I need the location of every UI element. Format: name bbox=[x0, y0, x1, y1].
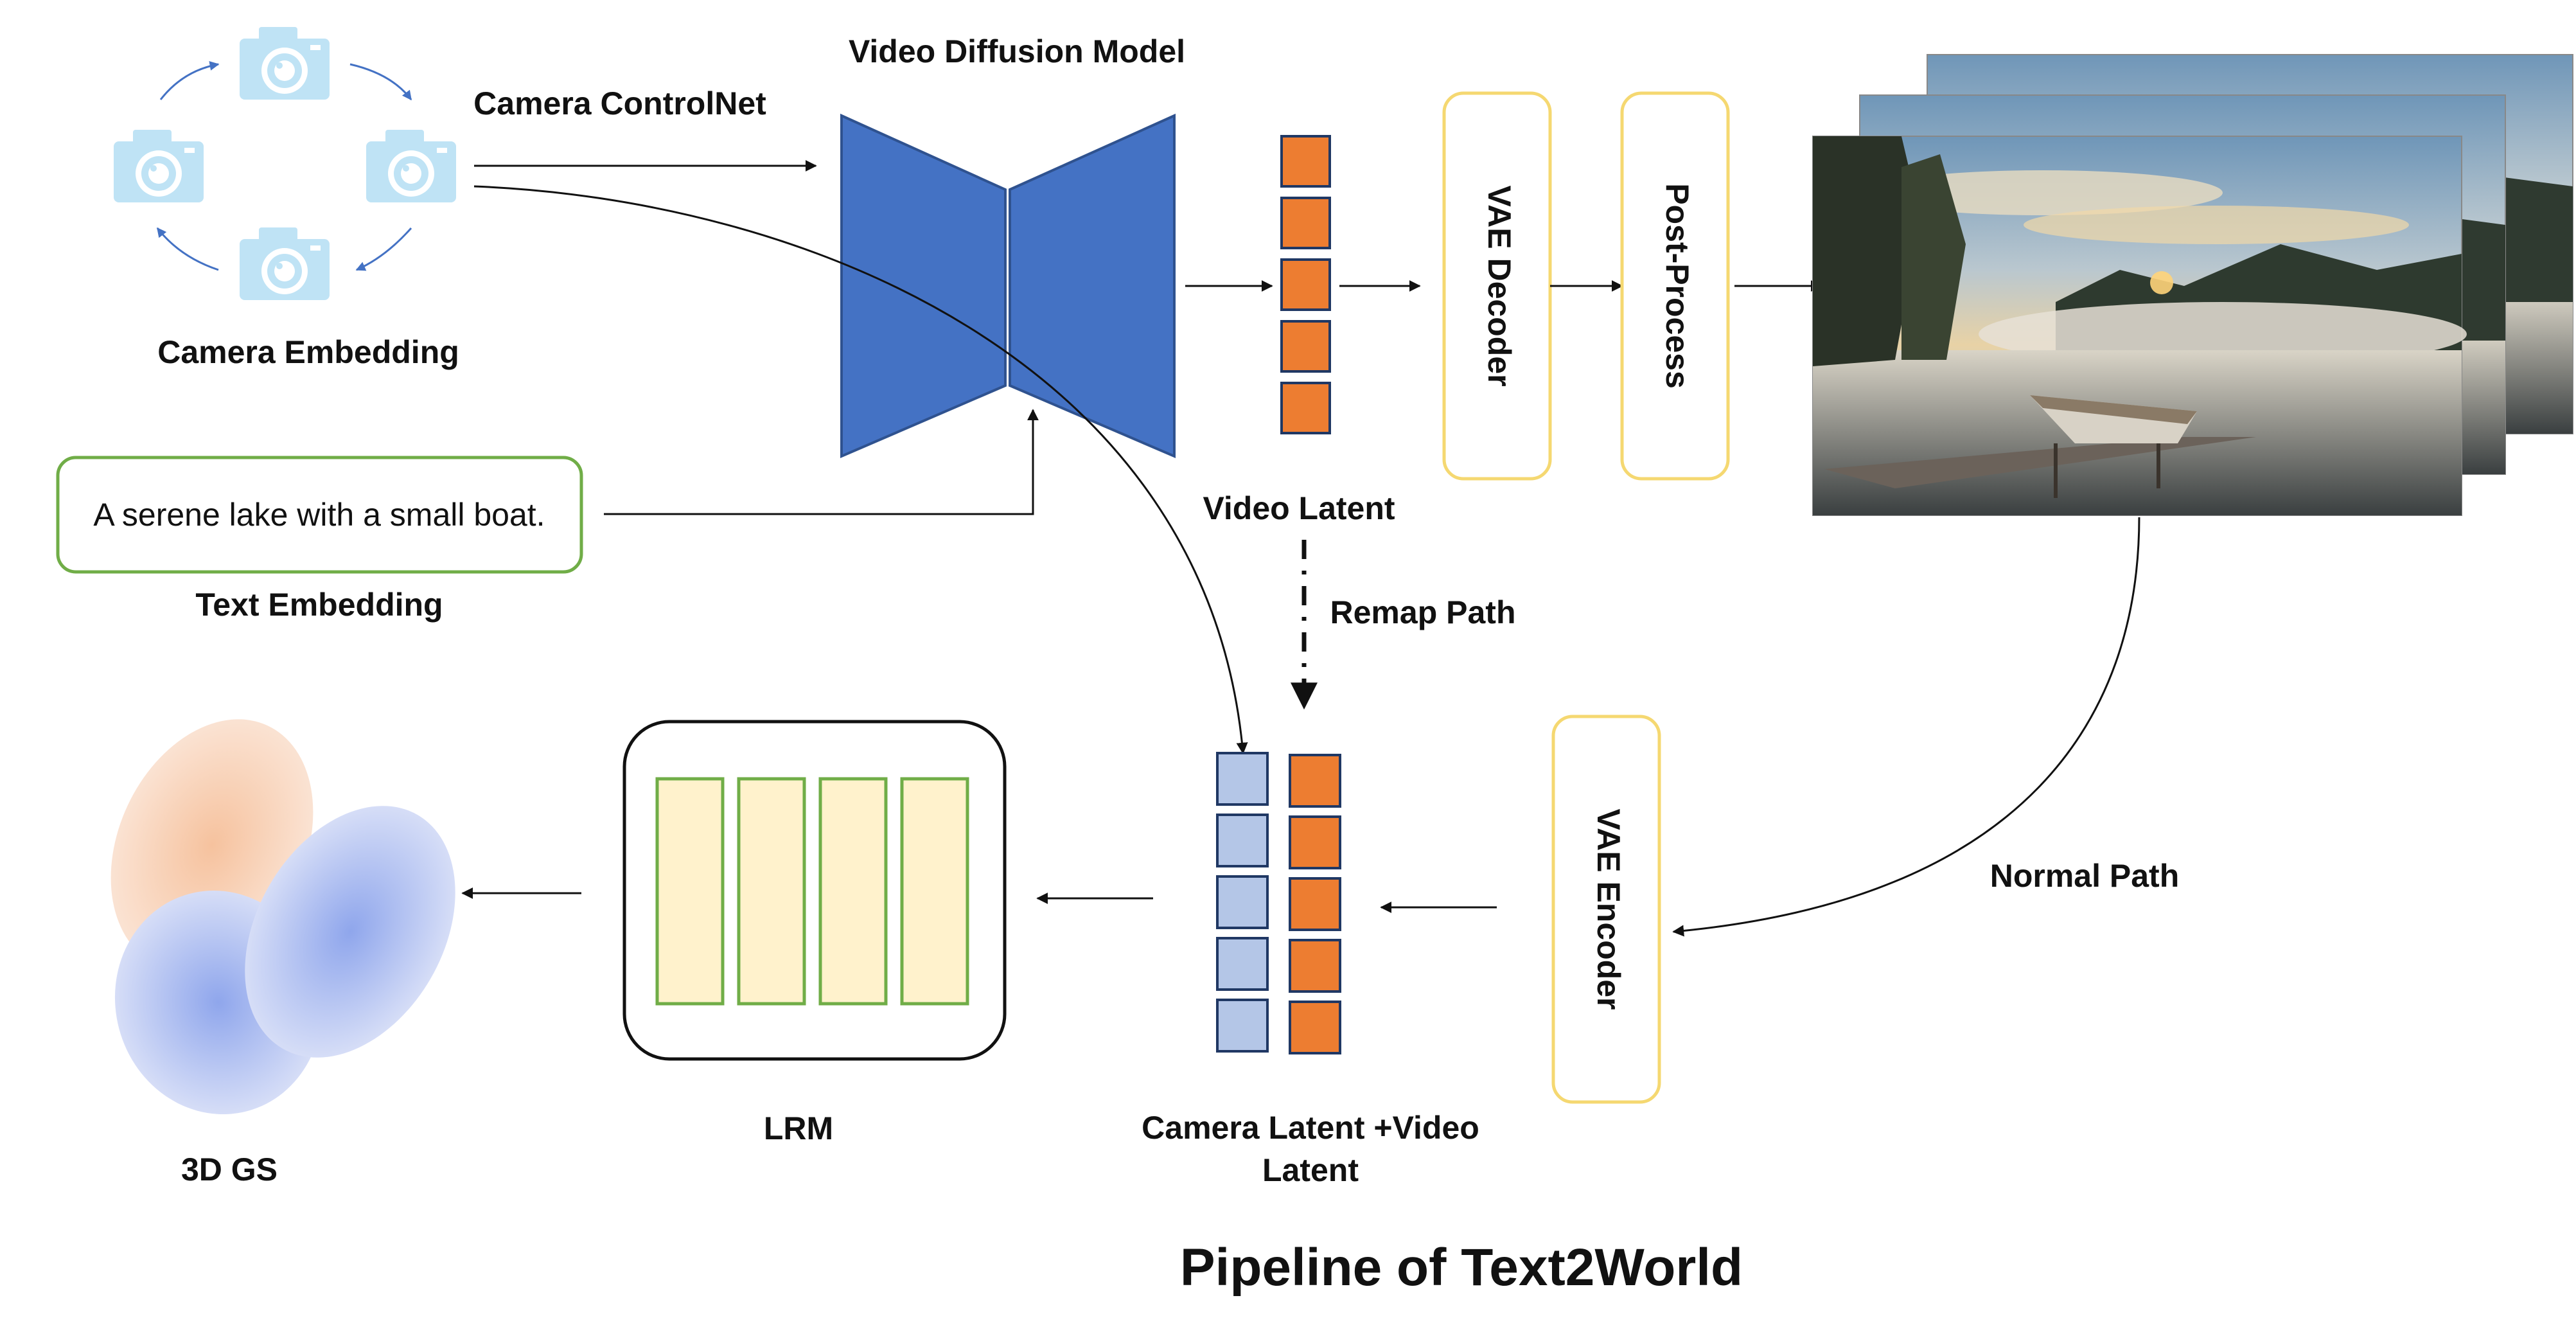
diagram-title: Pipeline of Text2World bbox=[1180, 1238, 1743, 1297]
video-latent-stack bbox=[1280, 135, 1331, 434]
camera-latent-stack bbox=[1216, 752, 1269, 1053]
vae-encoder-box bbox=[1551, 715, 1661, 1104]
lrm-layer bbox=[818, 777, 888, 1006]
camera-icon bbox=[240, 227, 330, 300]
vae-decoder-label: VAE Decoder bbox=[1481, 185, 1517, 386]
camera-icon bbox=[114, 130, 204, 202]
rotation-arrow bbox=[349, 63, 412, 101]
output-frame-stack bbox=[1812, 54, 2573, 516]
video-frame bbox=[1812, 136, 2467, 516]
lrm-layer bbox=[737, 777, 806, 1006]
combined-video-latent-stack bbox=[1289, 754, 1341, 1054]
camera-icon bbox=[240, 27, 330, 100]
latent-block bbox=[1280, 197, 1331, 249]
normal-path-label: Normal Path bbox=[1990, 858, 2180, 894]
latent-block bbox=[1289, 754, 1341, 808]
3d-gs-label: 3D GS bbox=[181, 1152, 278, 1187]
camera-latent-block bbox=[1216, 814, 1269, 867]
camera-latent-block bbox=[1216, 937, 1269, 991]
arrow-camera-to-latent bbox=[473, 185, 1248, 754]
diffusion-decoder-shape bbox=[1009, 113, 1176, 459]
text-embedding-group: A serene lake with a small boat. Text Em… bbox=[56, 456, 583, 623]
normal-path-arrow bbox=[1672, 517, 2140, 937]
post-process-box bbox=[1620, 91, 1730, 481]
video-latent-label: Video Latent bbox=[1203, 490, 1395, 526]
camera-latent-block bbox=[1216, 999, 1269, 1053]
post-process-label: Post-Process bbox=[1659, 183, 1695, 389]
latent-block bbox=[1280, 382, 1331, 434]
latent-block bbox=[1289, 877, 1341, 931]
text-embedding-label: Text Embedding bbox=[195, 587, 443, 623]
latent-block bbox=[1280, 320, 1331, 373]
camera-latent-label-line2: Latent bbox=[1262, 1152, 1359, 1188]
latent-block bbox=[1289, 815, 1341, 869]
lrm-label: LRM bbox=[764, 1110, 833, 1146]
camera-latent-block bbox=[1216, 752, 1269, 806]
camera-icon bbox=[366, 130, 456, 202]
camera-latent-block bbox=[1216, 875, 1269, 929]
latent-block bbox=[1280, 258, 1331, 311]
arrow-text-to-diffusion bbox=[604, 409, 1039, 515]
latent-block bbox=[1280, 135, 1331, 188]
lrm-layer bbox=[900, 777, 969, 1006]
rotation-arrow bbox=[159, 61, 220, 100]
video-diffusion-model-label: Video Diffusion Model bbox=[849, 33, 1185, 69]
rotation-arrow bbox=[156, 227, 219, 271]
text-prompt-box bbox=[56, 456, 583, 574]
gaussian-splat-blobs bbox=[110, 719, 455, 1115]
diffusion-encoder-shape bbox=[840, 113, 1007, 459]
vae-encoder-label: VAE Encoder bbox=[1591, 808, 1627, 1009]
camera-latent-label-line1: Camera Latent +Video bbox=[1142, 1110, 1479, 1146]
remap-path-label: Remap Path bbox=[1330, 594, 1516, 630]
camera-embedding-label: Camera Embedding bbox=[157, 334, 459, 370]
latent-block bbox=[1289, 939, 1341, 993]
camera-embedding-group: Camera Embedding bbox=[114, 27, 459, 370]
text-prompt: A serene lake with a small boat. bbox=[93, 497, 545, 533]
lrm-layer bbox=[655, 777, 725, 1006]
latent-block bbox=[1289, 1000, 1341, 1054]
rotation-arrow bbox=[355, 227, 412, 271]
camera-controlnet-label: Camera ControlNet bbox=[473, 85, 766, 121]
gaussian-blob bbox=[245, 806, 455, 1058]
